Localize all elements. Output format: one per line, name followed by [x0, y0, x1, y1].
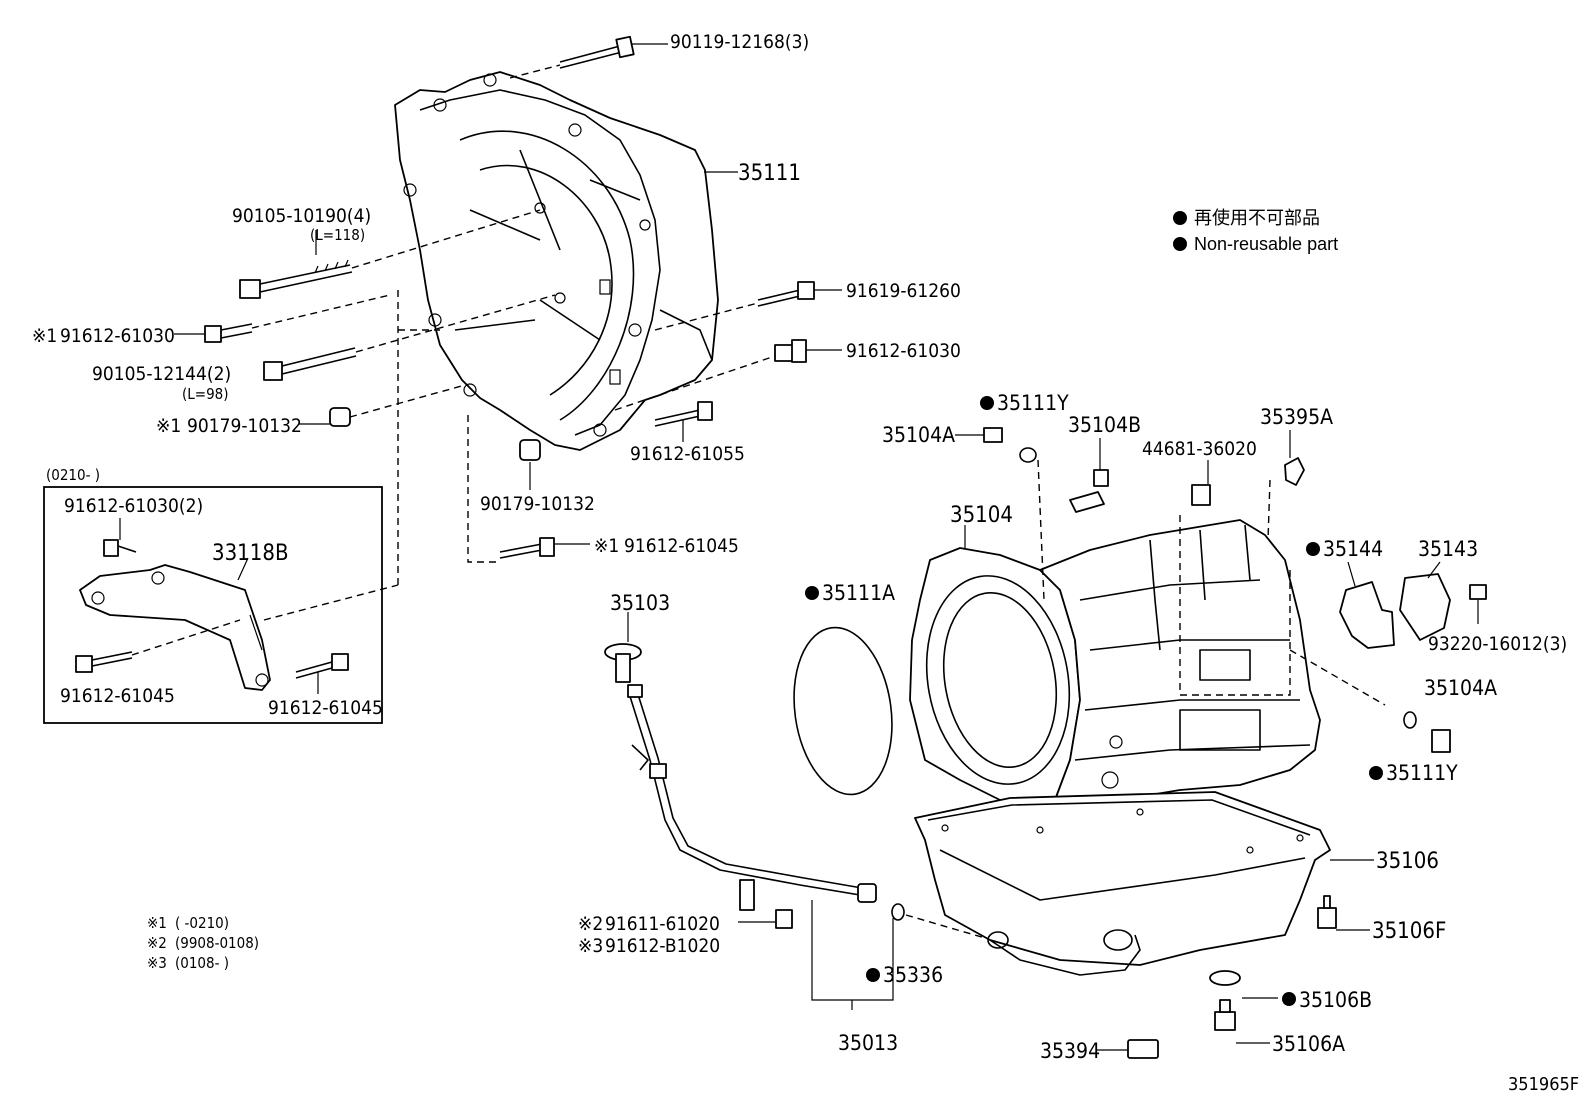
diagram-id: 351965F — [1508, 1074, 1579, 1095]
non-reusable-dot-icon — [1282, 992, 1296, 1006]
dipstick-drawing — [604, 612, 986, 1010]
part-labels: 90119-12168(3) 35111 90105-10190(4) (L=1… — [32, 31, 1567, 1063]
applicability-notes: ※1 ( -0210) ※2 (9908-0108) ※3 (0108- ) — [147, 914, 259, 972]
label-35103: 35103 — [610, 591, 670, 615]
label-35104B: 35104B — [1068, 413, 1141, 437]
note-3-text: (0108- ) — [175, 954, 229, 972]
label-44681-36020: 44681-36020 — [1142, 438, 1257, 460]
non-reusable-dot-icon — [866, 968, 880, 982]
label-35144: 35144 — [1323, 537, 1383, 561]
label-90179-10132-mark: ※1 — [156, 415, 181, 437]
label-91612-61030-mark: ※1 — [32, 325, 57, 347]
label-90179-10132-left: 90179-10132 — [187, 415, 302, 437]
small-parts — [983, 427, 1487, 753]
label-90105-12144-length: (L=98) — [182, 385, 229, 403]
label-35111: 35111 — [738, 161, 801, 186]
label-90105-12144: 90105-12144(2) — [92, 363, 231, 385]
bell-housing-drawing — [394, 71, 719, 451]
label-91612-B1020: 91612-B1020 — [605, 935, 720, 957]
label-91611-mark: ※2 — [578, 913, 603, 935]
label-91612-61045-center: 91612-61045 — [624, 535, 739, 557]
non-reusable-dot-icon — [1173, 211, 1187, 225]
label-35106: 35106 — [1376, 849, 1439, 874]
label-91612-61030-right: 91612-61030 — [846, 340, 961, 362]
non-reusable-dot-icon — [980, 396, 994, 410]
inset-frame — [43, 486, 383, 724]
legend-en: Non-reusable part — [1194, 234, 1338, 254]
transmission-case-drawing — [909, 459, 1386, 811]
label-91612-61055: 91612-61055 — [630, 443, 745, 465]
non-reusable-dot-icon — [805, 586, 819, 600]
label-35106A: 35106A — [1272, 1032, 1345, 1056]
label-35013: 35013 — [838, 1031, 898, 1055]
label-90105-10190-length: (L=118) — [310, 226, 365, 244]
label-35111Y-top: 35111Y — [997, 391, 1069, 415]
label-35395A: 35395A — [1260, 405, 1333, 429]
non-reusable-dot-icon — [1369, 766, 1383, 780]
label-91612-61030-2: 91612-61030(2) — [64, 495, 203, 517]
label-35106F: 35106F — [1372, 919, 1446, 944]
label-35143: 35143 — [1418, 537, 1478, 561]
label-35111A: 35111A — [822, 581, 895, 605]
label-35104A-top: 35104A — [882, 423, 955, 447]
label-35111Y-right: 35111Y — [1386, 761, 1458, 785]
label-91612-B1020-mark: ※3 — [578, 935, 603, 957]
legend: 再使用不可部品 Non-reusable part — [1173, 208, 1338, 254]
label-90105-10190: 90105-10190(4) — [232, 205, 371, 227]
label-91611-61020: 91611-61020 — [605, 913, 720, 935]
label-90179-10132-bottom: 90179-10132 — [480, 493, 595, 515]
note-1-text: ( -0210) — [175, 914, 229, 932]
non-reusable-dot-icon — [1306, 542, 1320, 556]
label-91619-61260: 91619-61260 — [846, 280, 961, 302]
non-reusable-dot-icon — [1173, 237, 1187, 251]
label-91612-61030-left: 91612-61030 — [60, 325, 175, 347]
note-1-mark: ※1 — [147, 914, 167, 932]
label-35106B: 35106B — [1299, 988, 1372, 1012]
inset-bracket-box — [43, 486, 399, 724]
inset-range: (0210- ) — [46, 466, 100, 484]
label-93220-16012: 93220-16012(3) — [1428, 633, 1567, 655]
label-90119-12168: 90119-12168(3) — [670, 31, 809, 53]
o-ring-icon — [793, 626, 893, 796]
bolt-icons — [174, 35, 842, 585]
legend-jp: 再使用不可部品 — [1194, 208, 1320, 228]
label-35394: 35394 — [1040, 1039, 1100, 1063]
label-35104: 35104 — [950, 503, 1013, 528]
label-33118B: 33118B — [212, 541, 289, 566]
label-91612-61045-right: 91612-61045 — [268, 697, 383, 719]
note-3-mark: ※3 — [147, 954, 167, 972]
note-2-text: (9908-0108) — [175, 934, 259, 952]
label-35104A-right: 35104A — [1424, 676, 1497, 700]
label-91612-61045-left: 91612-61045 — [60, 685, 175, 707]
note-2-mark: ※2 — [147, 934, 167, 952]
label-91612-61045-mark: ※1 — [594, 535, 619, 557]
oil-pan-drawing — [914, 791, 1337, 1059]
label-35336: 35336 — [883, 963, 943, 987]
